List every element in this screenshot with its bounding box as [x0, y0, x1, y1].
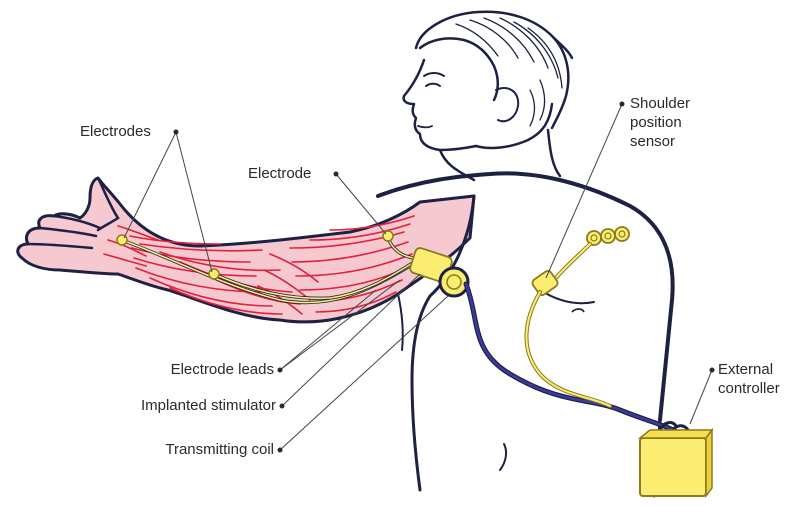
nipple — [572, 309, 584, 312]
label-external-line1: External — [718, 360, 796, 379]
arm — [18, 178, 474, 322]
electrode-forearm — [209, 269, 219, 279]
coil-cable — [466, 284, 676, 432]
label-implanted-stimulator: Implanted stimulator — [100, 396, 276, 415]
label-electrode-leads: Electrode leads — [140, 360, 274, 379]
belly-line — [500, 444, 506, 470]
electrode-wrist — [117, 235, 127, 245]
shoulder-sensor — [531, 227, 629, 297]
label-electrodes: Electrodes — [80, 122, 151, 141]
label-shoulder-line1: Shoulder — [630, 94, 730, 113]
label-shoulder-position-sensor: Shoulder position sensor — [630, 94, 730, 151]
ear — [496, 88, 518, 121]
neck-back — [548, 130, 560, 176]
eye — [426, 84, 440, 86]
coil-cable-inner — [466, 284, 676, 432]
hair — [416, 12, 572, 128]
label-external-controller: External controller — [718, 360, 796, 398]
label-electrode: Electrode — [248, 164, 311, 183]
eyebrow — [424, 73, 444, 76]
label-shoulder-line3: sensor — [630, 132, 730, 151]
label-shoulder-line2: position — [630, 113, 730, 132]
label-transmitting-coil: Transmitting coil — [120, 440, 274, 459]
external-controller — [640, 423, 712, 496]
mouth — [418, 126, 432, 128]
head-back — [476, 104, 552, 148]
label-external-line2: controller — [718, 379, 796, 398]
hair-strands — [456, 18, 562, 126]
